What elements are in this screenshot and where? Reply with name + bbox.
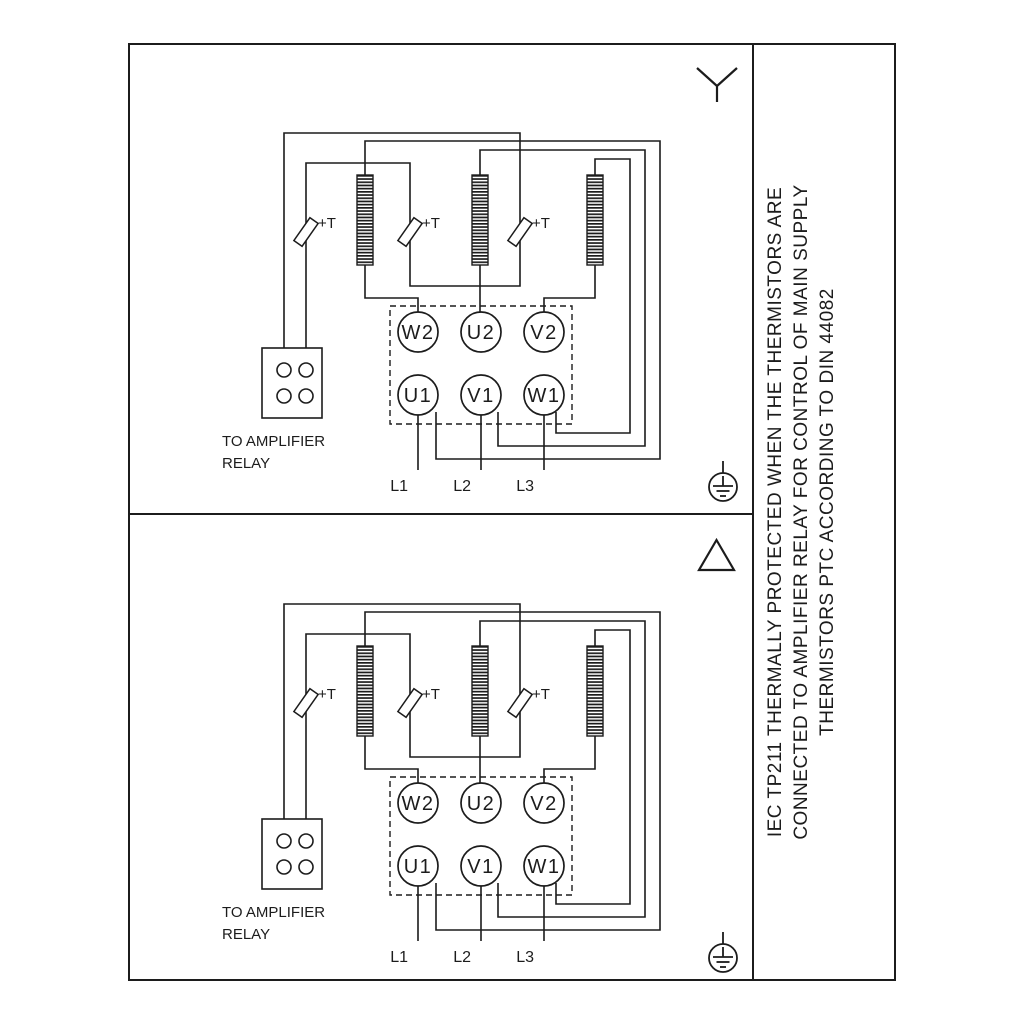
thermistor-label: +T xyxy=(318,686,336,703)
supply-label-l2: L2 xyxy=(453,478,471,495)
relay-label-line2: RELAY xyxy=(222,455,270,472)
terminal-label-w2: W2 xyxy=(402,793,435,815)
terminal-label-w1: W1 xyxy=(528,856,561,878)
supply-label-l1: L1 xyxy=(390,478,408,495)
thermistor-label: +T xyxy=(422,215,440,232)
terminal-label-u1: U1 xyxy=(404,856,433,878)
supply-label-l3: L3 xyxy=(516,949,534,966)
terminal-label-u1: U1 xyxy=(404,385,433,407)
thermistor-label: +T xyxy=(532,215,550,232)
supply-label-l1: L1 xyxy=(390,949,408,966)
terminal-label-u2: U2 xyxy=(467,793,496,815)
terminal-label-w1: W1 xyxy=(528,385,561,407)
relay-label-line2: RELAY xyxy=(222,926,270,943)
terminal-label-v1: V1 xyxy=(467,385,494,407)
side-note: IEC TP211 THERMALLY PROTECTED WHEN THE T… xyxy=(765,184,838,839)
thermistor-label: +T xyxy=(318,215,336,232)
star-connection-icon xyxy=(696,67,738,102)
thermistor-label: +T xyxy=(422,686,440,703)
delta-panel-wiring xyxy=(262,604,737,972)
side-note-line1: IEC TP211 THERMALLY PROTECTED WHEN THE T… xyxy=(765,187,786,837)
supply-label-l3: L3 xyxy=(516,478,534,495)
terminal-label-v2: V2 xyxy=(530,322,557,344)
terminal-label-v1: V1 xyxy=(467,856,494,878)
terminal-label-v2: V2 xyxy=(530,793,557,815)
star-panel-wiring xyxy=(262,133,737,501)
delta-connection-icon xyxy=(697,537,736,572)
terminal-label-w2: W2 xyxy=(402,322,435,344)
side-note-line2: CONNECTED TO AMPLIFIER RELAY FOR CONTROL… xyxy=(791,184,812,839)
side-note-line3: THERMISTORS PTC ACCORDING TO DIN 44082 xyxy=(817,288,838,736)
thermistor-label: +T xyxy=(532,686,550,703)
relay-label-line1: TO AMPLIFIER xyxy=(222,904,325,921)
terminal-label-u2: U2 xyxy=(467,322,496,344)
supply-label-l2: L2 xyxy=(453,949,471,966)
relay-label-line1: TO AMPLIFIER xyxy=(222,433,325,450)
panel-delta: +T +T +T W2 U2 V2 U1 V1 W1 TO AMPLIFIER … xyxy=(222,537,737,972)
panel-star: +T +T +T W2 U2 V2 U1 V1 W1 TO AMPLIFIER … xyxy=(222,67,738,501)
outer-border xyxy=(128,43,896,981)
